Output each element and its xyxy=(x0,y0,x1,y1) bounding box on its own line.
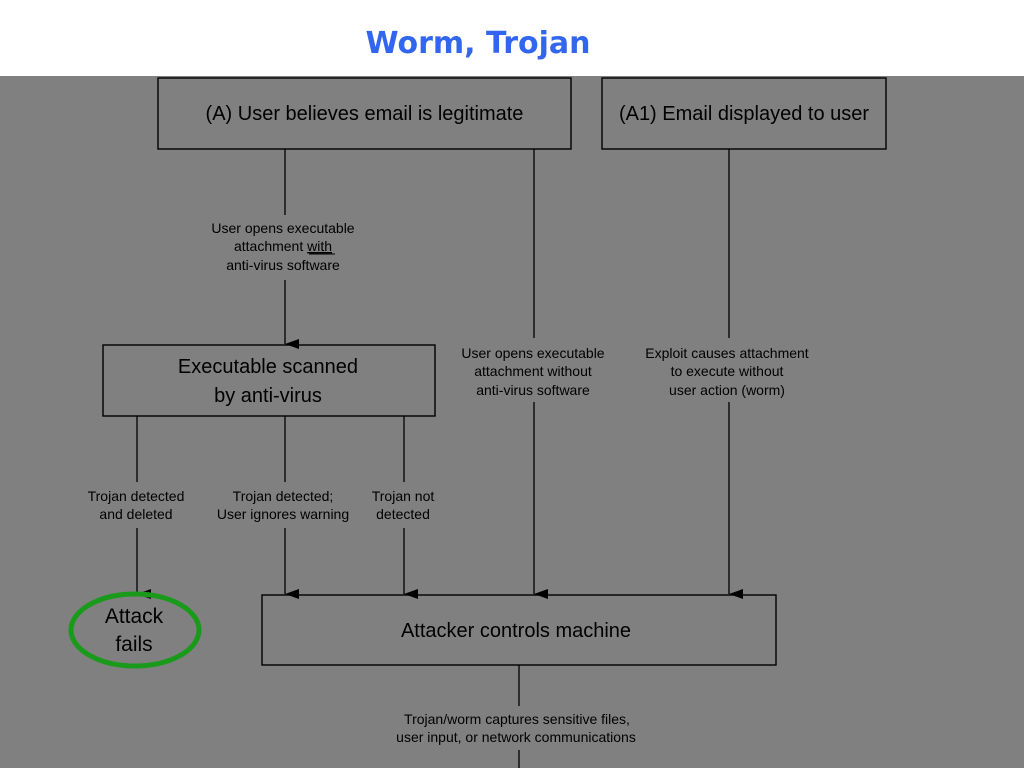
edge-label-detected-ignored-line1: Trojan detected; xyxy=(233,488,334,504)
node-executable-scanned-label-line1: Executable scanned xyxy=(178,356,358,378)
edge-label-opens-without-av-line1: User opens executable xyxy=(461,345,604,361)
node-user-believes-email: (A) User believes email is legitimate xyxy=(157,77,572,150)
node-user-believes-email-label: (A) User believes email is legitimate xyxy=(206,103,524,125)
edge-label-detected-deleted-line1: Trojan detected xyxy=(88,488,185,504)
edge-label-captures-line1: Trojan/worm captures sensitive files, xyxy=(404,711,630,727)
node-attack-fails: Attack fails xyxy=(68,591,202,669)
edge-label-exploit-worm-line1: Exploit causes attachment xyxy=(645,345,809,361)
edge-label-detected-deleted: Trojan detected and deleted xyxy=(88,488,185,522)
edge-label-opens-with-av: User opens executable attachment with an… xyxy=(211,220,354,273)
edge-label-opens-with-av-line1: User opens executable xyxy=(211,220,354,236)
edge-label-opens-with-av-line2-emphasis: with xyxy=(306,238,332,254)
edge-label-detected-ignored-line2: User ignores warning xyxy=(217,506,349,522)
edge-label-captures-line2: user input, or network communications xyxy=(396,729,636,745)
node-email-displayed: (A1) Email displayed to user xyxy=(601,77,887,150)
edge-label-detected-deleted-line2: and deleted xyxy=(99,506,172,522)
edge-label-not-detected: Trojan not detected xyxy=(372,488,435,522)
edge-label-exploit-worm: Exploit causes attachment to execute wit… xyxy=(645,345,809,398)
node-executable-scanned-label-line2: by anti-virus xyxy=(214,385,322,407)
edge-label-opens-without-av: User opens executable attachment without… xyxy=(461,345,604,398)
edge-label-opens-without-av-line2: attachment without xyxy=(474,363,592,379)
node-attack-fails-label-line2: fails xyxy=(115,633,152,656)
edge-label-opens-without-av-line3: anti-virus software xyxy=(476,382,590,398)
edge-label-opens-with-av-line2-prefix: attachment xyxy=(234,238,307,254)
edge-label-opens-with-av-line2: attachment with xyxy=(234,238,332,254)
slide-title: Worm, Trojan xyxy=(365,26,591,61)
node-attack-fails-label-line1: Attack xyxy=(105,605,164,628)
diagram-panel xyxy=(0,76,1024,768)
node-attacker-controls-label: Attacker controls machine xyxy=(401,620,631,642)
node-attacker-controls: Attacker controls machine xyxy=(261,594,777,666)
edge-label-opens-with-av-line3: anti-virus software xyxy=(226,257,340,273)
edge-label-detected-ignored: Trojan detected; User ignores warning xyxy=(217,488,349,522)
node-email-displayed-label: (A1) Email displayed to user xyxy=(619,103,869,125)
node-executable-scanned: Executable scanned by anti-virus xyxy=(102,344,436,417)
edge-label-captures: Trojan/worm captures sensitive files, us… xyxy=(396,711,636,745)
edge-label-not-detected-line1: Trojan not xyxy=(372,488,435,504)
edge-label-exploit-worm-line2: to execute without xyxy=(671,363,784,379)
edge-label-not-detected-line2: detected xyxy=(376,506,430,522)
edge-label-exploit-worm-line3: user action (worm) xyxy=(669,382,785,398)
